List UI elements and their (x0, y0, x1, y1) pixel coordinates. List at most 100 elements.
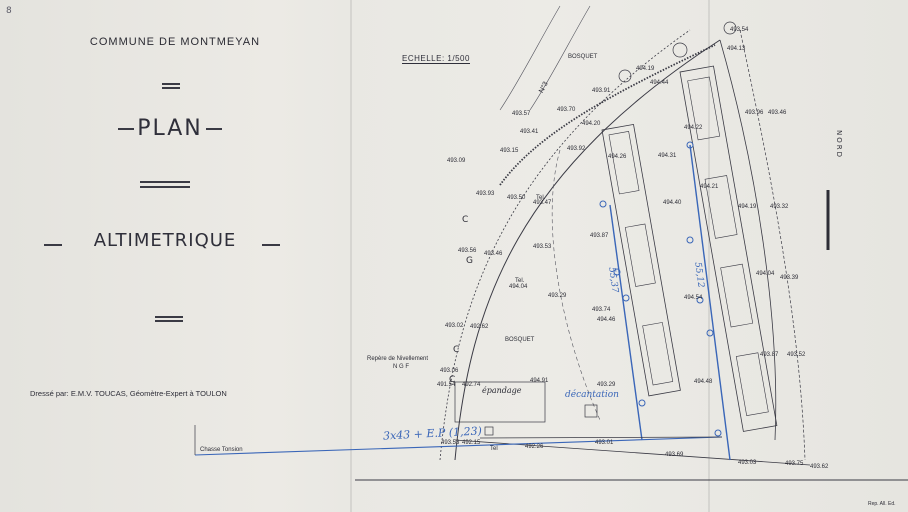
zone-outline (551, 149, 601, 421)
structure-box (484, 426, 494, 436)
page-subtitle: ALTIMETRIQUE (93, 230, 237, 251)
elevation-point: 493.74 (592, 307, 611, 313)
ornament-dash (140, 186, 190, 188)
elevation-point: 494.20 (582, 121, 601, 127)
elevation-point: 493.91 (592, 88, 611, 94)
bosquet-label: BOSQUET (505, 337, 535, 343)
elevation-point: 493.03 (738, 460, 757, 466)
ornament-dash (140, 181, 190, 183)
decantation-annotation: décantation (565, 390, 619, 400)
title-panel: 8 COMMUNE DE MONTMEYAN PLAN ALTIMETRIQUE… (0, 0, 350, 512)
elevation-point: 494.04 (509, 284, 528, 290)
elevation-point: 494.13 (727, 46, 746, 52)
fold-line (708, 0, 710, 512)
elevation-point: 493.09 (447, 158, 466, 164)
elevation-point: 493.52 (787, 352, 806, 358)
tree-symbols (618, 21, 737, 83)
commune-name: COMMUNE DE MONTMEYAN (89, 36, 261, 48)
elevation-point: 493.75 (785, 461, 804, 467)
elevation-point: 494.31 (658, 153, 677, 159)
pipe-main (194, 436, 723, 456)
elevation-point: 493.39 (780, 275, 799, 281)
road-letter: G (466, 256, 473, 266)
elevation-point: 493.70 (557, 107, 576, 113)
road-edge (529, 5, 591, 111)
elevation-point: 494.40 (663, 200, 682, 206)
corner-reference: 8 (6, 6, 12, 16)
elevation-point: 493.29 (548, 293, 567, 299)
elevation-point: 492.26 (525, 444, 544, 450)
fold-line (350, 0, 352, 512)
drainage-bed-right (679, 65, 778, 432)
ornament-dash (118, 128, 134, 130)
ngf-label: N G F (393, 364, 409, 370)
elevation-point: 494.26 (608, 154, 627, 160)
elevation-point: 493.02 (445, 323, 464, 329)
elevation-point: 493.69 (665, 452, 684, 458)
elevation-point: 494.44 (650, 80, 669, 86)
chasse-label: Chasse Tonsion (200, 447, 243, 453)
elevation-point: 493.57 (512, 111, 531, 117)
ornament-dash (44, 244, 62, 246)
site-boundary (719, 39, 777, 441)
pipe-right (689, 144, 731, 461)
tel-label: Tel. (536, 195, 546, 201)
elevation-point: 494.46 (597, 317, 616, 323)
drainage-bed-left (601, 123, 681, 397)
elevation-point: 493.96 (745, 110, 764, 116)
structure-box (584, 404, 598, 418)
site-boundary (454, 439, 811, 466)
elevation-point: 493.15 (500, 148, 519, 154)
elevation-point: 493.32 (770, 204, 789, 210)
ornament-dash (162, 87, 180, 89)
ornament-dash (262, 244, 280, 246)
tel-label: Tel (490, 446, 498, 452)
road-edge (499, 5, 561, 111)
road-edge (439, 29, 691, 461)
road-letter: C (462, 215, 469, 225)
elevation-point: 493.29 (597, 382, 616, 388)
elevation-point: 493.62 (810, 464, 829, 470)
page-title: PLAN (137, 116, 203, 141)
map-scale: ECHELLE: 1/500 (402, 54, 470, 64)
elevation-point: 494.48 (694, 379, 713, 385)
elevation-point: 493.46 (484, 251, 503, 257)
road-letter: C (449, 375, 456, 385)
printer-mark: Rep. All. Ed. (868, 501, 896, 507)
structure-epandage (454, 381, 546, 423)
elevation-point: 494.54 (684, 295, 703, 301)
surveyor-credit: Dressé par: E.M.V. TOUCAS, Géomètre-Expe… (30, 389, 227, 398)
north-label: NORD (835, 130, 843, 159)
elevation-point: 493.92 (567, 146, 586, 152)
elevation-point: 494.22 (684, 125, 703, 131)
benchmark-label: Repère de Nivellement (367, 356, 429, 362)
ornament-dash (206, 128, 222, 130)
elevation-point: 492.62 (470, 324, 489, 330)
elevation-point: 493.41 (520, 129, 539, 135)
elevation-point: 493.53 (441, 440, 460, 446)
elevation-point: 493.47 (533, 200, 552, 206)
elevation-point: 493.53 (533, 244, 552, 250)
pipe-nodes (599, 141, 722, 437)
elevation-point: 493.50 (507, 195, 526, 201)
epandage-annotation: épandage (482, 386, 522, 395)
elevation-point: 493.56 (458, 248, 477, 254)
pipe-left (609, 204, 643, 441)
elevation-point: 493.06 (440, 368, 459, 374)
elevation-point: 492.15 (462, 440, 481, 446)
elevation-point: 494.19 (636, 66, 655, 72)
elevation-point: 493.54 (730, 27, 749, 33)
elevation-point: 494.04 (756, 271, 775, 277)
elevation-point: 493.01 (595, 440, 614, 446)
elevation-point: 493.46 (768, 110, 787, 116)
elevation-point: 494.19 (738, 204, 757, 210)
ornament-dash (162, 83, 180, 85)
site-boundary (739, 29, 806, 461)
pipe-main-ink (479, 436, 723, 439)
ornament-dash (155, 320, 183, 322)
elevation-point: 494.91 (530, 378, 549, 384)
elevation-point: 494.21 (700, 184, 719, 190)
elevation-point: 493.87 (760, 352, 779, 358)
ornament-dash (155, 316, 183, 318)
